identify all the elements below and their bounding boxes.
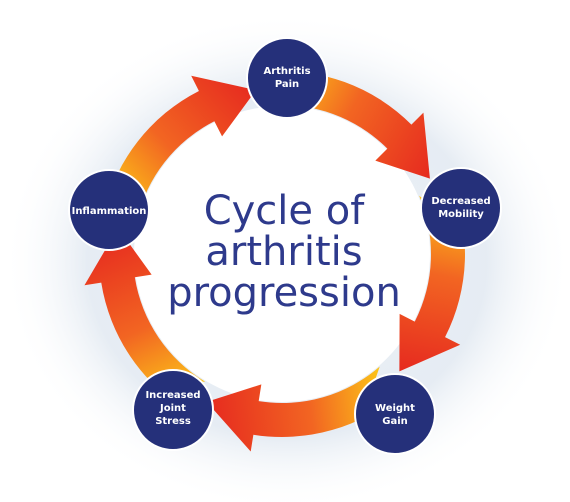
center-disc [134,106,430,402]
node-label-line: Stress [155,416,191,427]
node-label-line: Arthritis [263,66,310,77]
node-increased-joint-stress: Increased Joint Stress [132,369,214,451]
cycle-arrow [103,75,257,221]
node-label-line: Decreased [431,196,490,207]
node-label-line: Weight [375,403,415,414]
node-label-line: Joint [159,403,186,414]
node-decreased-mobility: Decreased Mobility [420,167,502,249]
node-weight-gain: Weight Gain [354,373,436,455]
node-label-line: Inflammation [72,206,147,217]
cycle-arrow [84,228,206,411]
node-circle [68,169,150,251]
node-circle [246,37,328,119]
node-label-line: Increased [145,390,200,401]
node-circle [132,369,214,451]
title-line-1: Cycle of [204,188,366,234]
node-circle [354,373,436,455]
node-inflammation: Inflammation [68,169,150,251]
node-label-line: Gain [382,416,408,427]
title-line-2: arthritis [205,229,362,275]
node-label-line: Mobility [438,209,484,220]
cycle-arrow [206,366,403,452]
title-line-3: progression [167,270,401,316]
diagram-title: Cycle of arthritis progression [167,188,401,316]
node-label-line: Pain [275,79,299,90]
node-circle [420,167,502,249]
node-arthritis-pain: Arthritis Pain [246,37,328,119]
